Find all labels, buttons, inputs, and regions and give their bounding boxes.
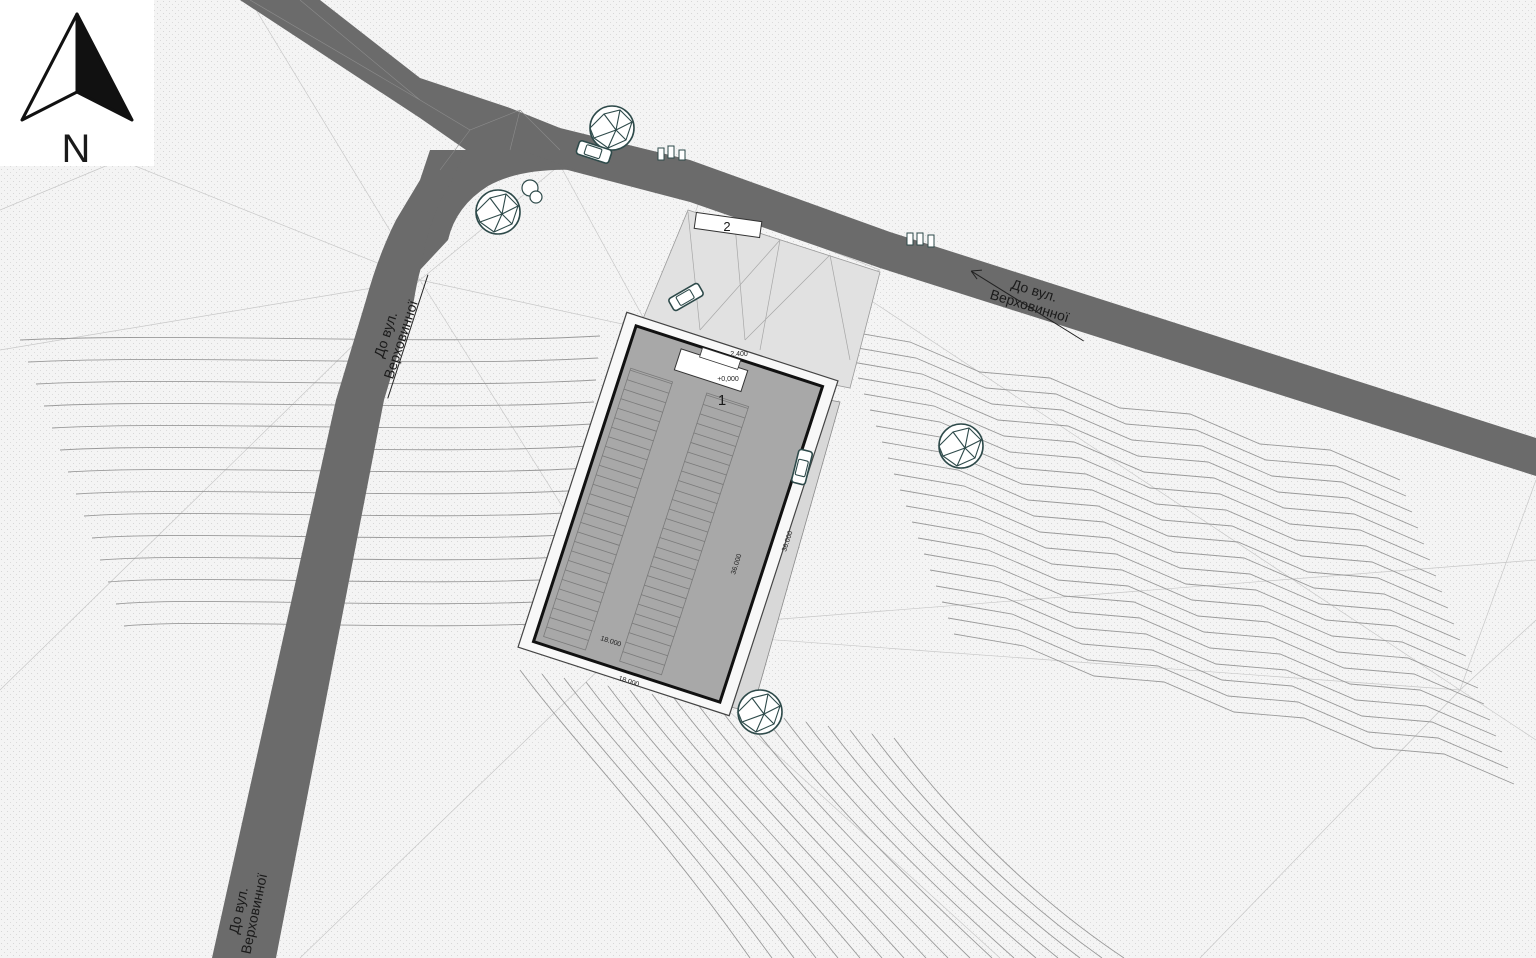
contour-lines — [19, 329, 1515, 958]
road-fan — [249, 0, 561, 171]
trees — [475, 105, 984, 735]
parking-number: 2 — [723, 219, 730, 234]
tree-icon — [938, 423, 984, 469]
north-label: N — [62, 127, 91, 171]
road-west — [212, 150, 467, 958]
building — [517, 311, 839, 717]
tree-icon — [475, 189, 521, 235]
tree-icon — [589, 105, 635, 151]
dim-entry: 2.400 — [730, 351, 748, 358]
north-arrow-icon — [20, 12, 134, 122]
road-curve — [420, 150, 576, 270]
shrub-icon — [529, 190, 543, 204]
building-number: 1 — [718, 392, 726, 409]
roads — [212, 0, 1536, 958]
tree-icon — [737, 689, 783, 735]
road-north — [240, 0, 1536, 476]
parking-number-box — [693, 211, 763, 239]
parking-lines — [687, 211, 851, 361]
building-elevation: +0,000 — [717, 376, 739, 383]
bollards-icon — [657, 145, 935, 248]
